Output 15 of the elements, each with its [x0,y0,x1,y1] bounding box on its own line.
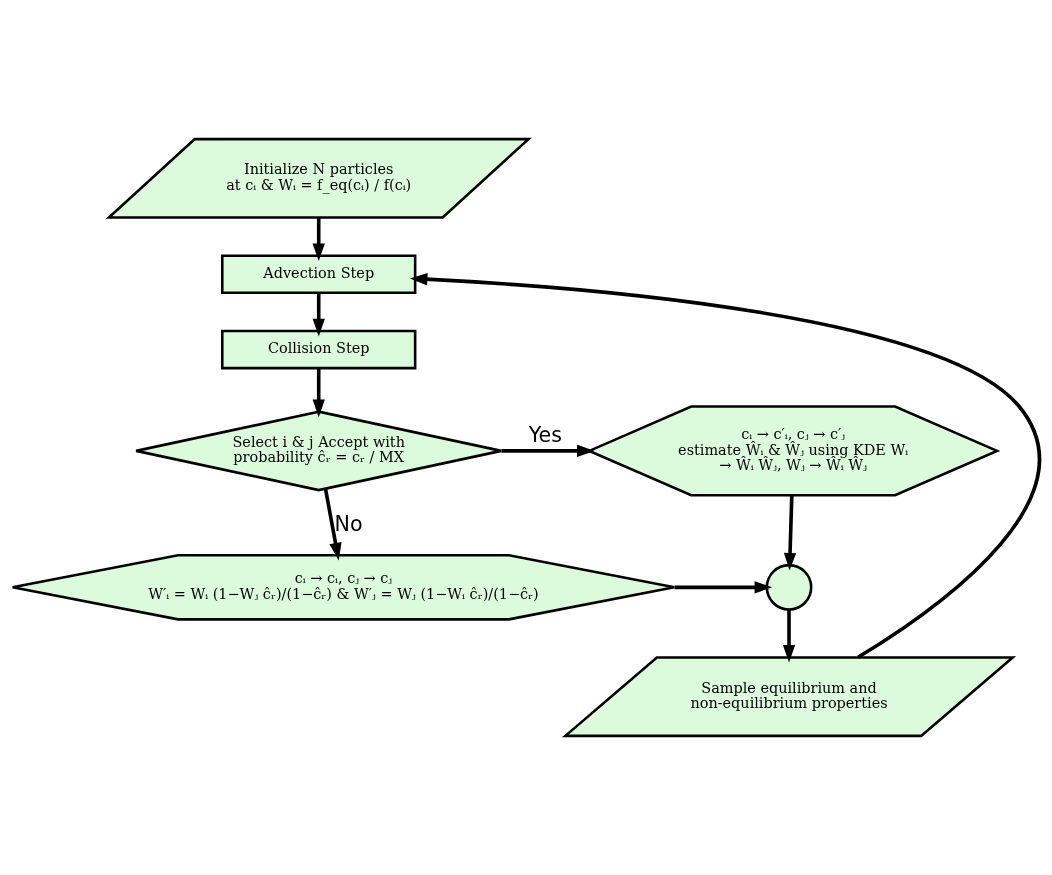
arrow [674,581,773,594]
arrow [501,444,595,458]
node-box: Advection Step [221,254,417,295]
arrow [312,217,325,262]
edge-label: No [334,511,363,536]
arrow [782,609,796,663]
node-diamond: Select i & j Accept with probability ĉᵣ = cᵣ / MX [134,410,503,492]
arrow [783,495,797,571]
arrow [323,488,342,561]
edge-label: Yes [528,422,562,447]
arrow [312,293,325,337]
node-box: Collision Step [221,329,417,370]
arrow [409,273,1041,659]
node-circle [765,563,813,611]
arrow [312,368,325,418]
